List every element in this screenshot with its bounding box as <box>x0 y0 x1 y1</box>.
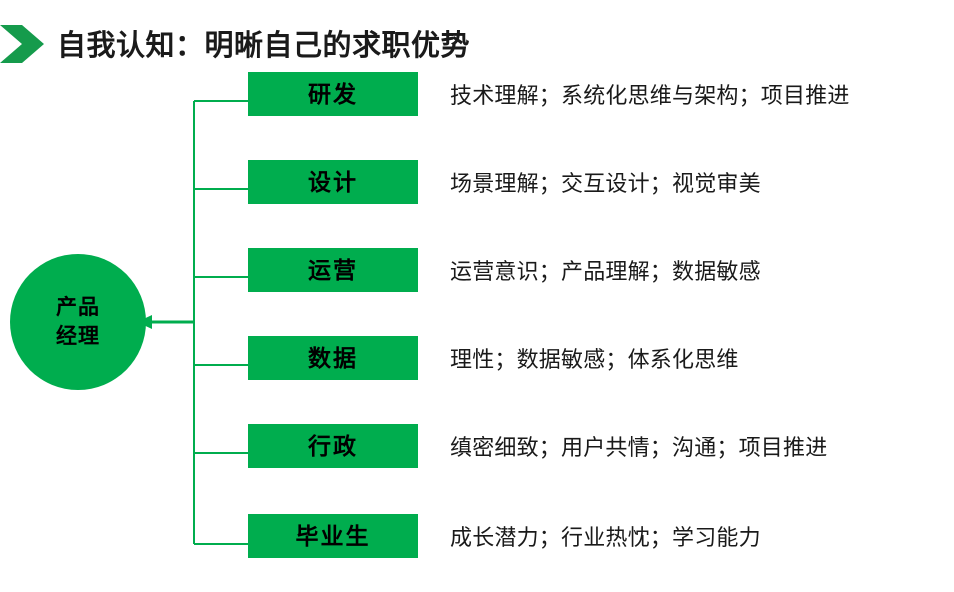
branch-label-graduate: 毕业生 <box>295 523 371 549</box>
branch-box-operations[interactable]: 运营 <box>248 248 418 292</box>
branch-label-operations: 运营 <box>308 257 358 283</box>
branch-desc-rd: 技术理解；系统化思维与架构；项目推进 <box>450 83 850 108</box>
branch-desc-admin: 缜密细致；用户共情；沟通；项目推进 <box>450 435 828 460</box>
branch-box-graduate[interactable]: 毕业生 <box>248 514 418 558</box>
branch-row-data: 数据 理性；数据敏感；体系化思维 <box>248 336 948 380</box>
branch-row-operations: 运营 运营意识；产品理解；数据敏感 <box>248 248 948 292</box>
branch-label-data: 数据 <box>308 345 358 371</box>
branch-desc-data: 理性；数据敏感；体系化思维 <box>450 347 739 372</box>
page-title: 自我认知：明晰自己的求职优势 <box>57 30 471 62</box>
branch-row-admin: 行政 缜密细致；用户共情；沟通；项目推进 <box>248 424 948 468</box>
branch-box-admin[interactable]: 行政 <box>248 424 418 468</box>
title-bar: 自我认知：明晰自己的求职优势 <box>0 12 954 63</box>
chevron-right-icon <box>0 25 46 63</box>
branch-desc-design: 场景理解；交互设计；视觉审美 <box>450 171 761 196</box>
branch-box-data[interactable]: 数据 <box>248 336 418 380</box>
branch-box-design[interactable]: 设计 <box>248 160 418 204</box>
branch-label-rd: 研发 <box>308 81 358 107</box>
branch-desc-operations: 运营意识；产品理解；数据敏感 <box>450 259 761 284</box>
root-label-line1: 产品 <box>56 296 100 319</box>
branch-row-graduate: 毕业生 成长潜力；行业热忱；学习能力 <box>248 514 948 558</box>
branch-label-design: 设计 <box>308 169 358 195</box>
branch-box-rd[interactable]: 研发 <box>248 72 418 116</box>
branch-label-admin: 行政 <box>308 433 358 459</box>
root-node-product-manager[interactable]: 产品 经理 <box>10 254 146 390</box>
root-label-line2: 经理 <box>56 325 100 348</box>
branch-row-design: 设计 场景理解；交互设计；视觉审美 <box>248 160 948 204</box>
branch-row-rd: 研发 技术理解；系统化思维与架构；项目推进 <box>248 72 948 116</box>
branch-desc-graduate: 成长潜力；行业热忱；学习能力 <box>450 525 761 550</box>
